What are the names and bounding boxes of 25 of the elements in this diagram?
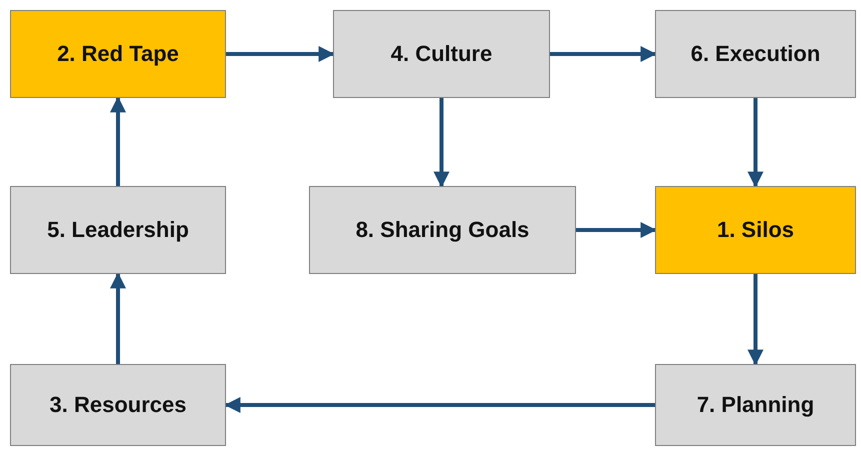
arrow bbox=[748, 274, 764, 366]
box-label: 5. Leadership bbox=[47, 217, 189, 243]
arrow bbox=[748, 98, 764, 188]
process-box bbox=[10, 186, 226, 274]
box-label: 6. Execution bbox=[690, 41, 820, 67]
process-box bbox=[655, 10, 856, 98]
process-box bbox=[655, 364, 856, 446]
arrow bbox=[576, 222, 657, 238]
process-box bbox=[10, 364, 226, 446]
arrow bbox=[110, 272, 126, 364]
box-label: 3. Resources bbox=[50, 392, 186, 418]
process-box bbox=[10, 10, 226, 98]
box-label: 1. Silos bbox=[716, 217, 794, 243]
arrow bbox=[110, 96, 126, 186]
box-label: 2. Red Tape bbox=[57, 41, 179, 67]
arrow bbox=[224, 397, 655, 413]
process-box bbox=[333, 10, 550, 98]
box-label: 4. Culture bbox=[390, 41, 492, 67]
process-box bbox=[655, 186, 856, 274]
box-label: 8. Sharing Goals bbox=[356, 217, 530, 243]
arrow bbox=[434, 98, 450, 188]
arrow bbox=[226, 46, 335, 62]
arrow bbox=[550, 46, 657, 62]
process-box bbox=[309, 186, 576, 274]
box-label: 7. Planning bbox=[696, 392, 814, 418]
